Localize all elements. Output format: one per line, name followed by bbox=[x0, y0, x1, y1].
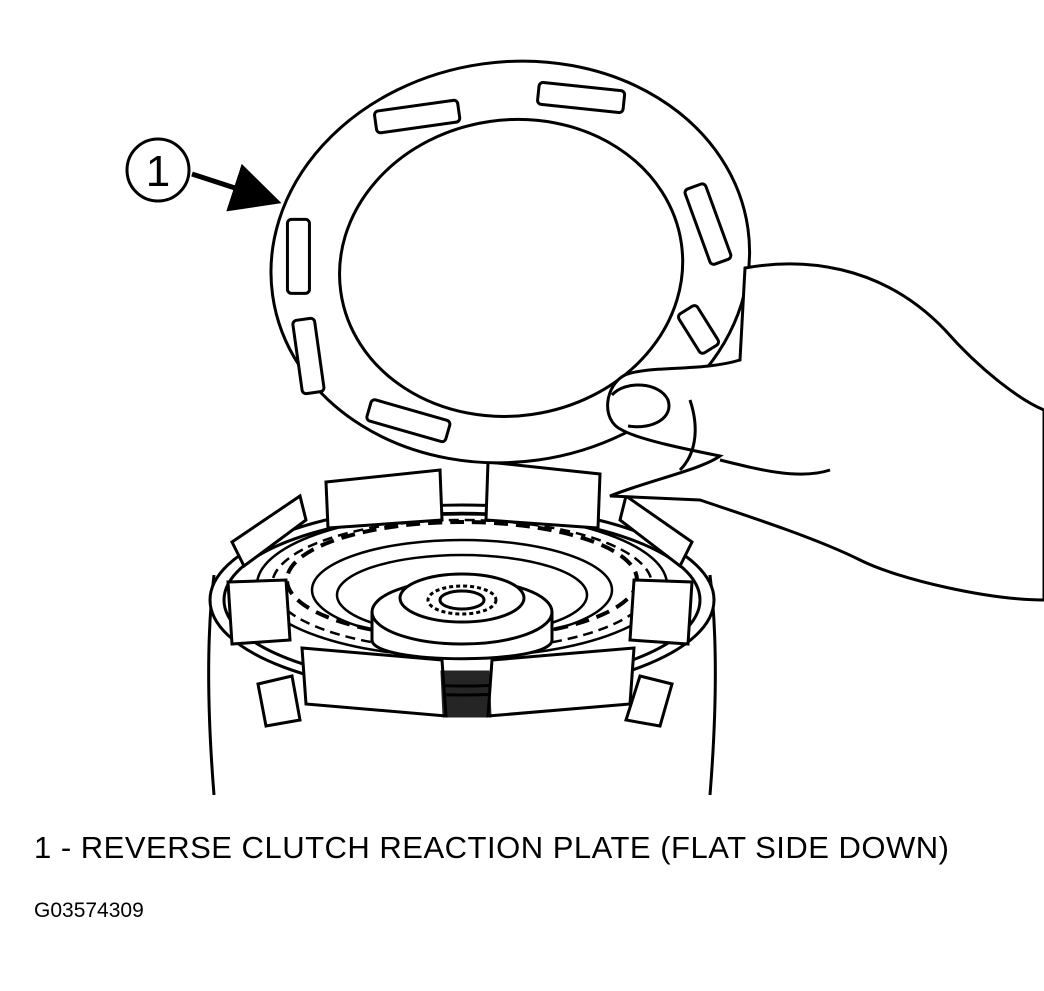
reverse-clutch-reaction-plate bbox=[269, 59, 752, 465]
figure-id: G03574309 bbox=[34, 899, 144, 922]
callout-number: 1 bbox=[146, 147, 170, 196]
callout-1: 1 bbox=[125, 137, 282, 212]
technician-hand bbox=[606, 262, 1044, 602]
figure-caption: 1 - REVERSE CLUTCH REACTION PLATE (FLAT … bbox=[34, 830, 950, 865]
center-hub bbox=[370, 572, 554, 661]
callout-arrow bbox=[191, 163, 282, 212]
clutch-assembly-illustration: 1 bbox=[125, 59, 1044, 796]
drum-lugs bbox=[226, 460, 694, 728]
